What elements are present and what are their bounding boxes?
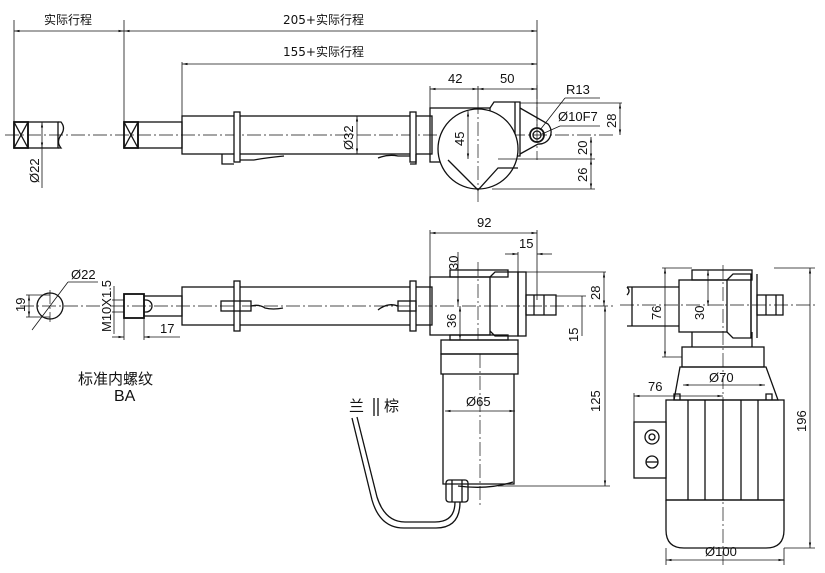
dim-hole-diameter: Ø10F7 (558, 109, 598, 124)
dim-actual-stroke: 实际行程 (44, 12, 92, 27)
dim-125: 125 (588, 390, 603, 412)
wire-brown-label: 棕 (384, 397, 399, 415)
dim-total-length: 205+实际行程 (283, 12, 364, 27)
dim-36: 36 (444, 314, 459, 328)
dim-28-side: 28 (588, 286, 603, 300)
dim-28-top: 28 (604, 114, 619, 128)
gearbox-head-top (429, 85, 552, 205)
dim-26: 26 (575, 168, 590, 182)
dim-15-top: 15 (519, 236, 533, 251)
clamp-2 (409, 111, 417, 163)
dim-45: 45 (452, 132, 467, 146)
dim-15-side: 15 (566, 328, 581, 342)
dim-70: Ø70 (709, 370, 734, 385)
dim-76-horizontal: 76 (648, 379, 662, 394)
dim-196: 196 (794, 410, 809, 432)
dim-rod-diameter: Ø22 (27, 158, 42, 183)
extended-rod-end (13, 121, 65, 188)
dim-tube-diameter: Ø32 (341, 125, 356, 150)
thread-label: 标准内螺纹 (78, 370, 153, 388)
dim-17: 17 (160, 321, 174, 336)
dim-end-diameter: Ø22 (71, 267, 96, 282)
dim-end-flat-19: 19 (13, 298, 28, 312)
gland-nut (644, 429, 660, 445)
side-view: 19 Ø22 M10X1.5 17 标准内螺纹 BA (13, 215, 615, 529)
dim-50: 50 (500, 71, 514, 86)
dim-20: 20 (575, 141, 590, 155)
dim-76-vertical: 76 (649, 306, 664, 320)
dim-radius-r13: R13 (566, 82, 590, 97)
clamp-1 (233, 111, 241, 163)
wire-blue-label: 兰 (349, 397, 364, 415)
dim-30-end: 30 (692, 306, 707, 320)
dim-92: 92 (477, 215, 491, 230)
terminal-box (633, 421, 667, 479)
dim-42: 42 (448, 71, 462, 86)
cooling-fins (673, 393, 773, 500)
dim-motor-diameter: Ø65 (466, 394, 491, 409)
motor-side (351, 353, 519, 529)
dim-30-side: 30 (446, 256, 461, 270)
end-view: 76 30 Ø70 76 196 Ø100 (620, 265, 815, 565)
thread-code: BA (114, 388, 136, 405)
dim-tube-length: 155+实际行程 (283, 44, 364, 59)
outer-tube (181, 115, 433, 155)
top-view: Ø22 Ø32 (5, 12, 622, 205)
dim-100: Ø100 (705, 544, 737, 559)
dim-thread-m10: M10X1.5 (99, 280, 114, 332)
